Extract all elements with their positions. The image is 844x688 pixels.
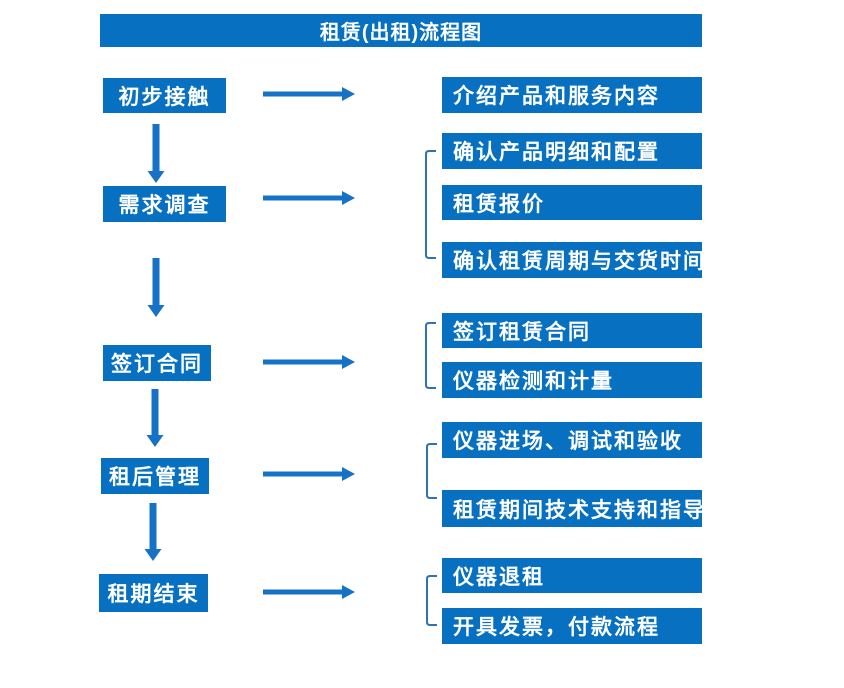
right-arrow-5 [263, 585, 355, 599]
step-box-post-rental-management: 租后管理 [101, 458, 209, 494]
output-box-instrument-testing: 仪器检测和计量 [442, 362, 702, 398]
down-arrow-4 [144, 503, 162, 561]
output-box-confirm-rental-period: 确认租赁周期与交货时间 [442, 242, 704, 278]
output-box-technical-support: 租赁期间技术支持和指导 [442, 490, 704, 527]
step-box-initial-contact: 初步接触 [103, 78, 226, 113]
step-box-rental-end: 租期结束 [99, 574, 208, 612]
right-arrow-1 [263, 87, 355, 101]
right-arrow-3 [263, 355, 355, 369]
bracket-group-4 [426, 443, 437, 499]
step-box-demand-survey: 需求调查 [103, 186, 226, 222]
bracket-group-2 [425, 150, 436, 259]
step-box-sign-contract: 签订合同 [103, 345, 211, 381]
bracket-group-3 [425, 322, 436, 389]
bracket-group-5 [426, 575, 437, 626]
right-arrow-2 [263, 191, 355, 205]
down-arrow-2 [147, 258, 165, 317]
down-arrow-3 [146, 389, 164, 447]
output-box-invoice-payment: 开具发票，付款流程 [442, 608, 702, 644]
output-box-instrument-return: 仪器退租 [442, 558, 702, 593]
output-box-introduce-products: 介绍产品和服务内容 [442, 77, 702, 113]
down-arrow-1 [147, 124, 165, 183]
output-box-sign-rental-contract: 签订租赁合同 [442, 313, 702, 348]
output-box-instrument-entry-acceptance: 仪器进场、调试和验收 [442, 422, 702, 458]
title-banner: 租赁(出租)流程图 [100, 14, 702, 47]
right-arrow-4 [263, 467, 355, 481]
output-box-rental-quotation: 租赁报价 [442, 185, 702, 220]
output-box-confirm-product-details: 确认产品明细和配置 [442, 133, 702, 169]
